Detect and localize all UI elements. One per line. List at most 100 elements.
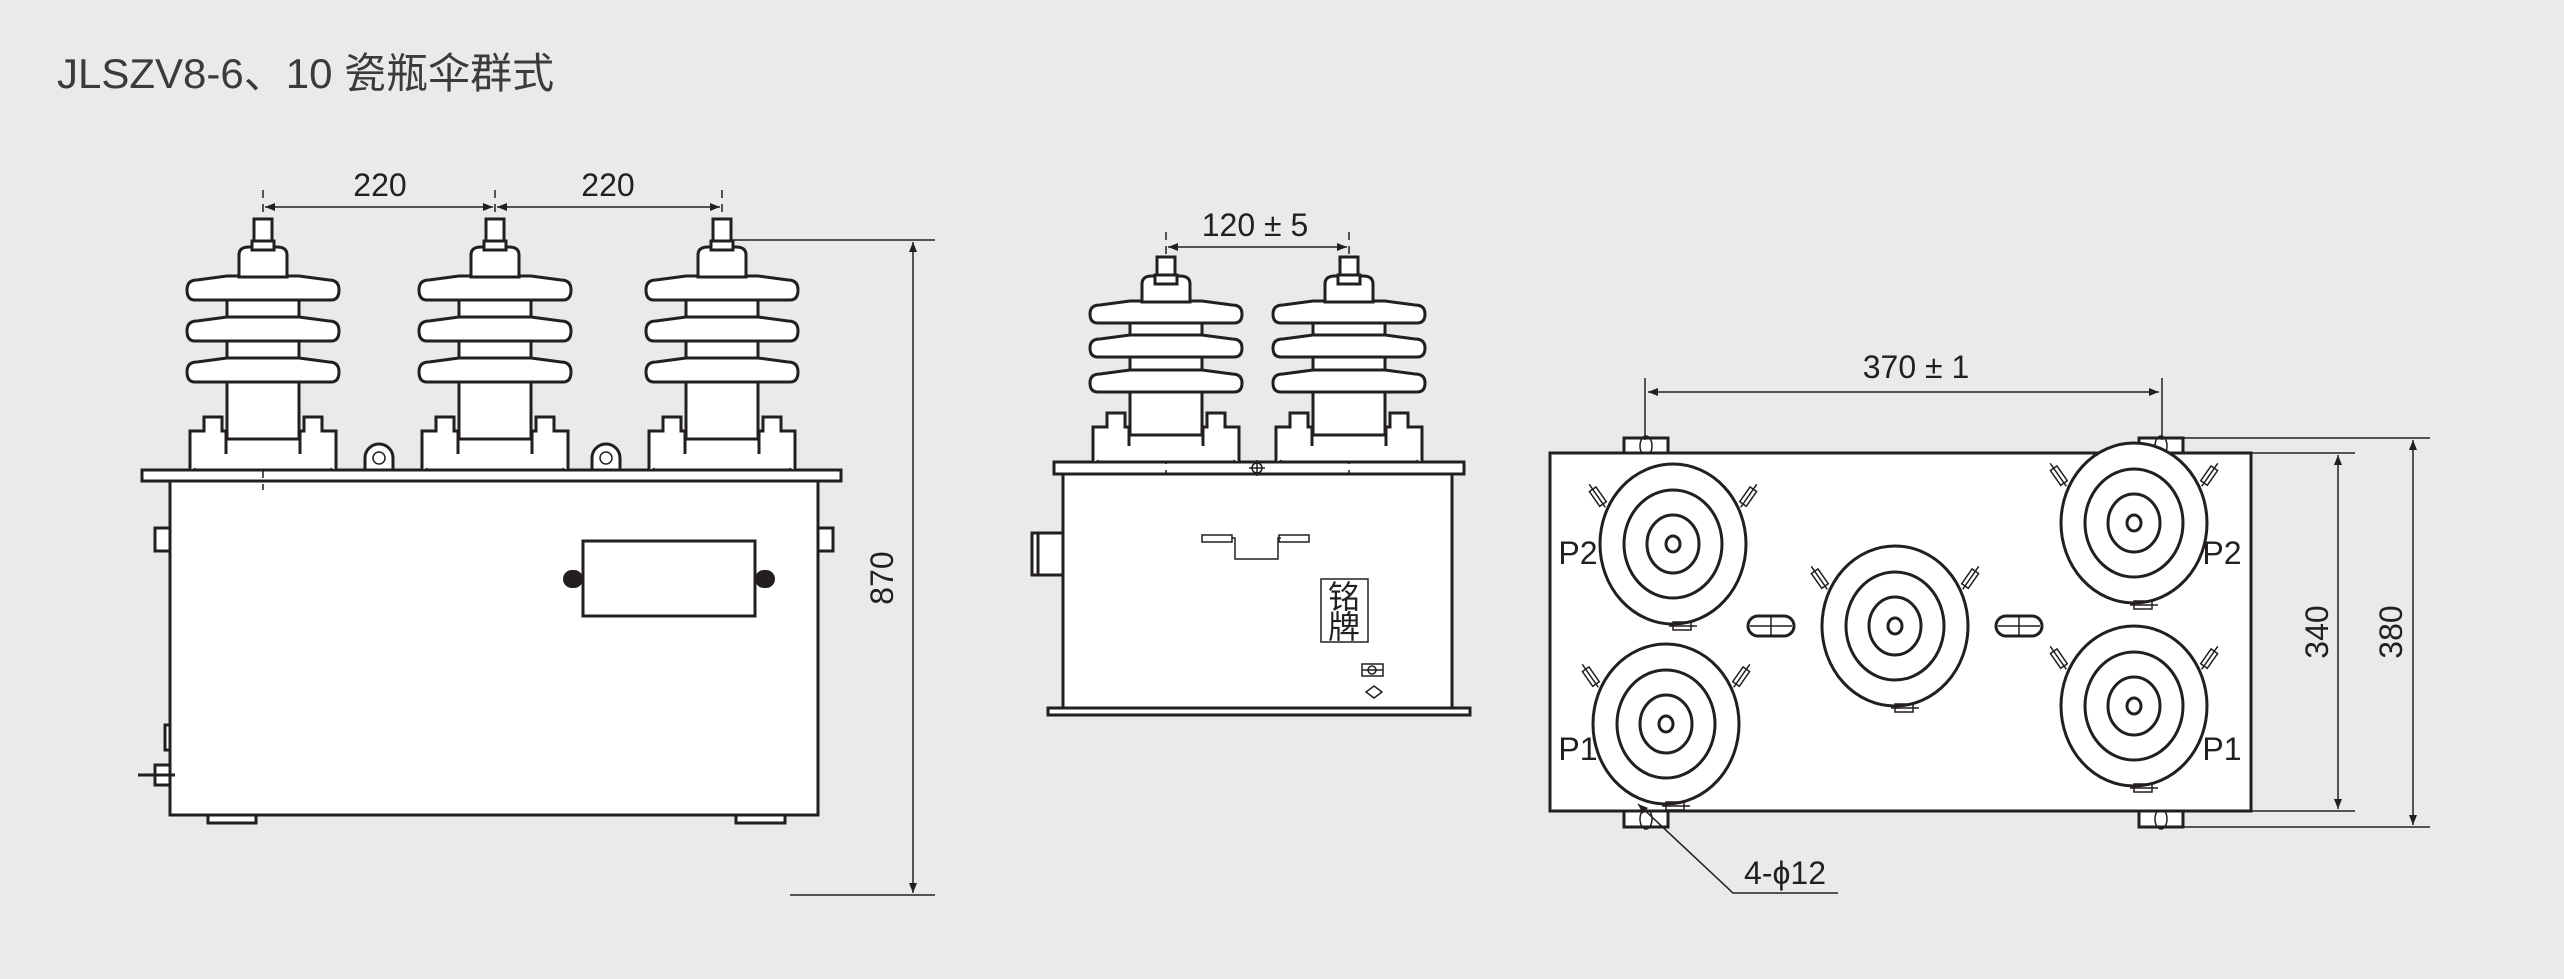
tank-body: [168, 479, 820, 817]
side-box: [1030, 531, 1065, 577]
dim-870: 870: [864, 551, 900, 604]
ground-symbol: [1361, 663, 1384, 677]
insulator-shed: [644, 356, 800, 384]
bushing-top: [2049, 441, 2219, 610]
foot-left: [206, 813, 258, 825]
bushing-hole: [1657, 714, 1675, 734]
dim-220-left: 220: [353, 167, 406, 203]
terminal-label-p1-left: P1: [1558, 731, 1597, 767]
diamond-mark: [1364, 685, 1384, 699]
terminal-stud: [1155, 255, 1177, 277]
lifting-lug: [363, 442, 395, 472]
terminal-clamp: [298, 415, 338, 470]
dim-120: 120 ± 5: [1202, 207, 1309, 243]
bolt-icon: [1669, 621, 1697, 631]
insulator-shed: [1271, 299, 1427, 325]
insulator-shed: [644, 274, 800, 302]
terminal-label-p1-right: P1: [2202, 731, 2241, 767]
foot-right: [734, 813, 787, 825]
bolt-icon: [1810, 565, 1830, 590]
terminal-stud: [1338, 255, 1360, 277]
insulator-shed: [417, 315, 573, 343]
bolt-icon: [1960, 565, 1980, 590]
nameplate: [1320, 578, 1369, 643]
bolt-icon: [1588, 483, 1608, 508]
terminal-clamp: [1384, 411, 1424, 462]
ground-bolt: [138, 763, 175, 787]
side-brackets: [153, 526, 835, 752]
bolt-icon: [1662, 801, 1690, 811]
terminal-clamp: [530, 415, 570, 470]
drawing-title: JLSZV8-6、10 瓷瓶伞群式: [57, 50, 554, 97]
bolt-icon: [2199, 645, 2219, 670]
bushing-top: [2049, 624, 2219, 793]
top-flange: [140, 468, 843, 483]
bolt-icon: [1581, 663, 1601, 688]
terminal-label-p2-left: P2: [1558, 535, 1597, 571]
lifting-lug: [590, 442, 622, 472]
insulator-cap: [237, 245, 289, 279]
dim-220-right: 220: [581, 167, 634, 203]
insulator-shed: [1271, 333, 1427, 359]
bolt-icon: [2049, 645, 2069, 670]
dim-370: 370 ± 1: [1863, 349, 1970, 385]
nameplate-handle-right: [755, 570, 775, 588]
insulator: [185, 217, 341, 472]
top-view: P2 P1 P2 P1 370 ± 1 340 380 4-ϕ12: [1548, 349, 2430, 894]
bushing-top: [1581, 642, 1751, 811]
terminal-clamp: [1091, 411, 1131, 462]
insulator-cap: [469, 245, 521, 279]
bolt-icon: [1738, 483, 1758, 508]
nameplate-handle-left: [563, 570, 583, 588]
insulator-shed: [1088, 368, 1244, 394]
bolt-icon: [2130, 783, 2158, 793]
u-bracket: [1201, 534, 1310, 560]
front-view: 220 220 870: [138, 167, 935, 896]
terminal-label-p2-right: P2: [2202, 535, 2241, 571]
dim-380: 380: [2373, 605, 2409, 658]
terminal-stud: [484, 217, 506, 243]
bolt-icon: [1891, 703, 1919, 713]
side-view: 铭 牌 120 ± 5: [1030, 207, 1472, 717]
insulator-shed: [185, 356, 341, 384]
insulator-shed: [185, 274, 341, 302]
nameplate-char-2: 牌: [1328, 608, 1360, 646]
slot-right: [1994, 614, 2044, 638]
insulator-shed: [417, 356, 573, 384]
nameplate-char-1: 铭: [1328, 578, 1360, 616]
bolt-icon: [2130, 600, 2158, 610]
terminal-clamp: [188, 415, 228, 470]
bushing-hole: [1886, 616, 1904, 636]
bolt-icon: [2199, 462, 2219, 487]
tank-body: [1061, 472, 1454, 710]
insulator: [644, 217, 800, 472]
bushing-hole: [2125, 696, 2143, 716]
bushing-hole: [2125, 513, 2143, 533]
terminal-clamp: [647, 415, 687, 470]
base-plate: [1046, 706, 1472, 717]
terminal-clamp: [1274, 411, 1314, 462]
flange-center-mark: [1249, 460, 1265, 476]
insulator: [1088, 255, 1244, 464]
bushing-top: [1810, 544, 1980, 713]
slot-left: [1746, 614, 1796, 638]
terminal-stud: [711, 217, 733, 243]
hole-leader-line: [1637, 803, 1838, 894]
dim-340: 340: [2299, 605, 2335, 658]
insulator: [1271, 255, 1427, 464]
terminal-stud: [252, 217, 274, 243]
insulator: [417, 217, 573, 472]
insulator-cap: [696, 245, 748, 279]
insulator-shed: [1088, 333, 1244, 359]
bushing-hole: [1664, 534, 1682, 554]
terminal-clamp: [420, 415, 460, 470]
bolt-icon: [2049, 462, 2069, 487]
terminal-clamp: [757, 415, 797, 470]
bushing-top: [1588, 462, 1758, 631]
bolt-icon: [1731, 663, 1751, 688]
insulator-shed: [1271, 368, 1427, 394]
nameplate: [581, 539, 757, 618]
insulator-shed: [644, 315, 800, 343]
hole-note: 4-ϕ12: [1744, 855, 1826, 891]
